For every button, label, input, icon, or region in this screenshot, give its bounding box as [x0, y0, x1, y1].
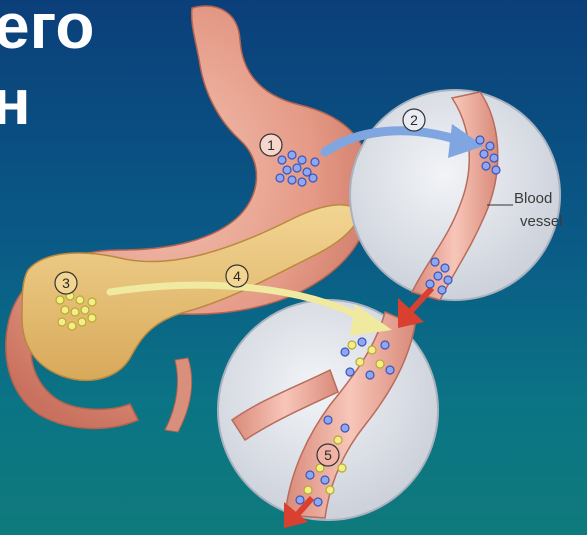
marker-4: 4: [226, 265, 248, 287]
marker-3: 3: [55, 272, 77, 294]
blood-vessel-label-line-2: vessel: [520, 213, 563, 230]
marker-3-label: 3: [62, 275, 70, 291]
marker-4-label: 4: [233, 268, 241, 284]
marker-2: 2: [403, 109, 425, 131]
upper-vessel-circle: Blood vessel: [350, 90, 563, 300]
red-arrow-upper: [398, 288, 432, 328]
marker-5: 5: [317, 444, 339, 466]
marker-1-label: 1: [267, 137, 275, 153]
marker-2-label: 2: [410, 112, 418, 128]
marker-1: 1: [260, 134, 282, 156]
blood-vessel-label-line-1: Blood: [514, 190, 552, 207]
marker-5-label: 5: [324, 447, 332, 463]
